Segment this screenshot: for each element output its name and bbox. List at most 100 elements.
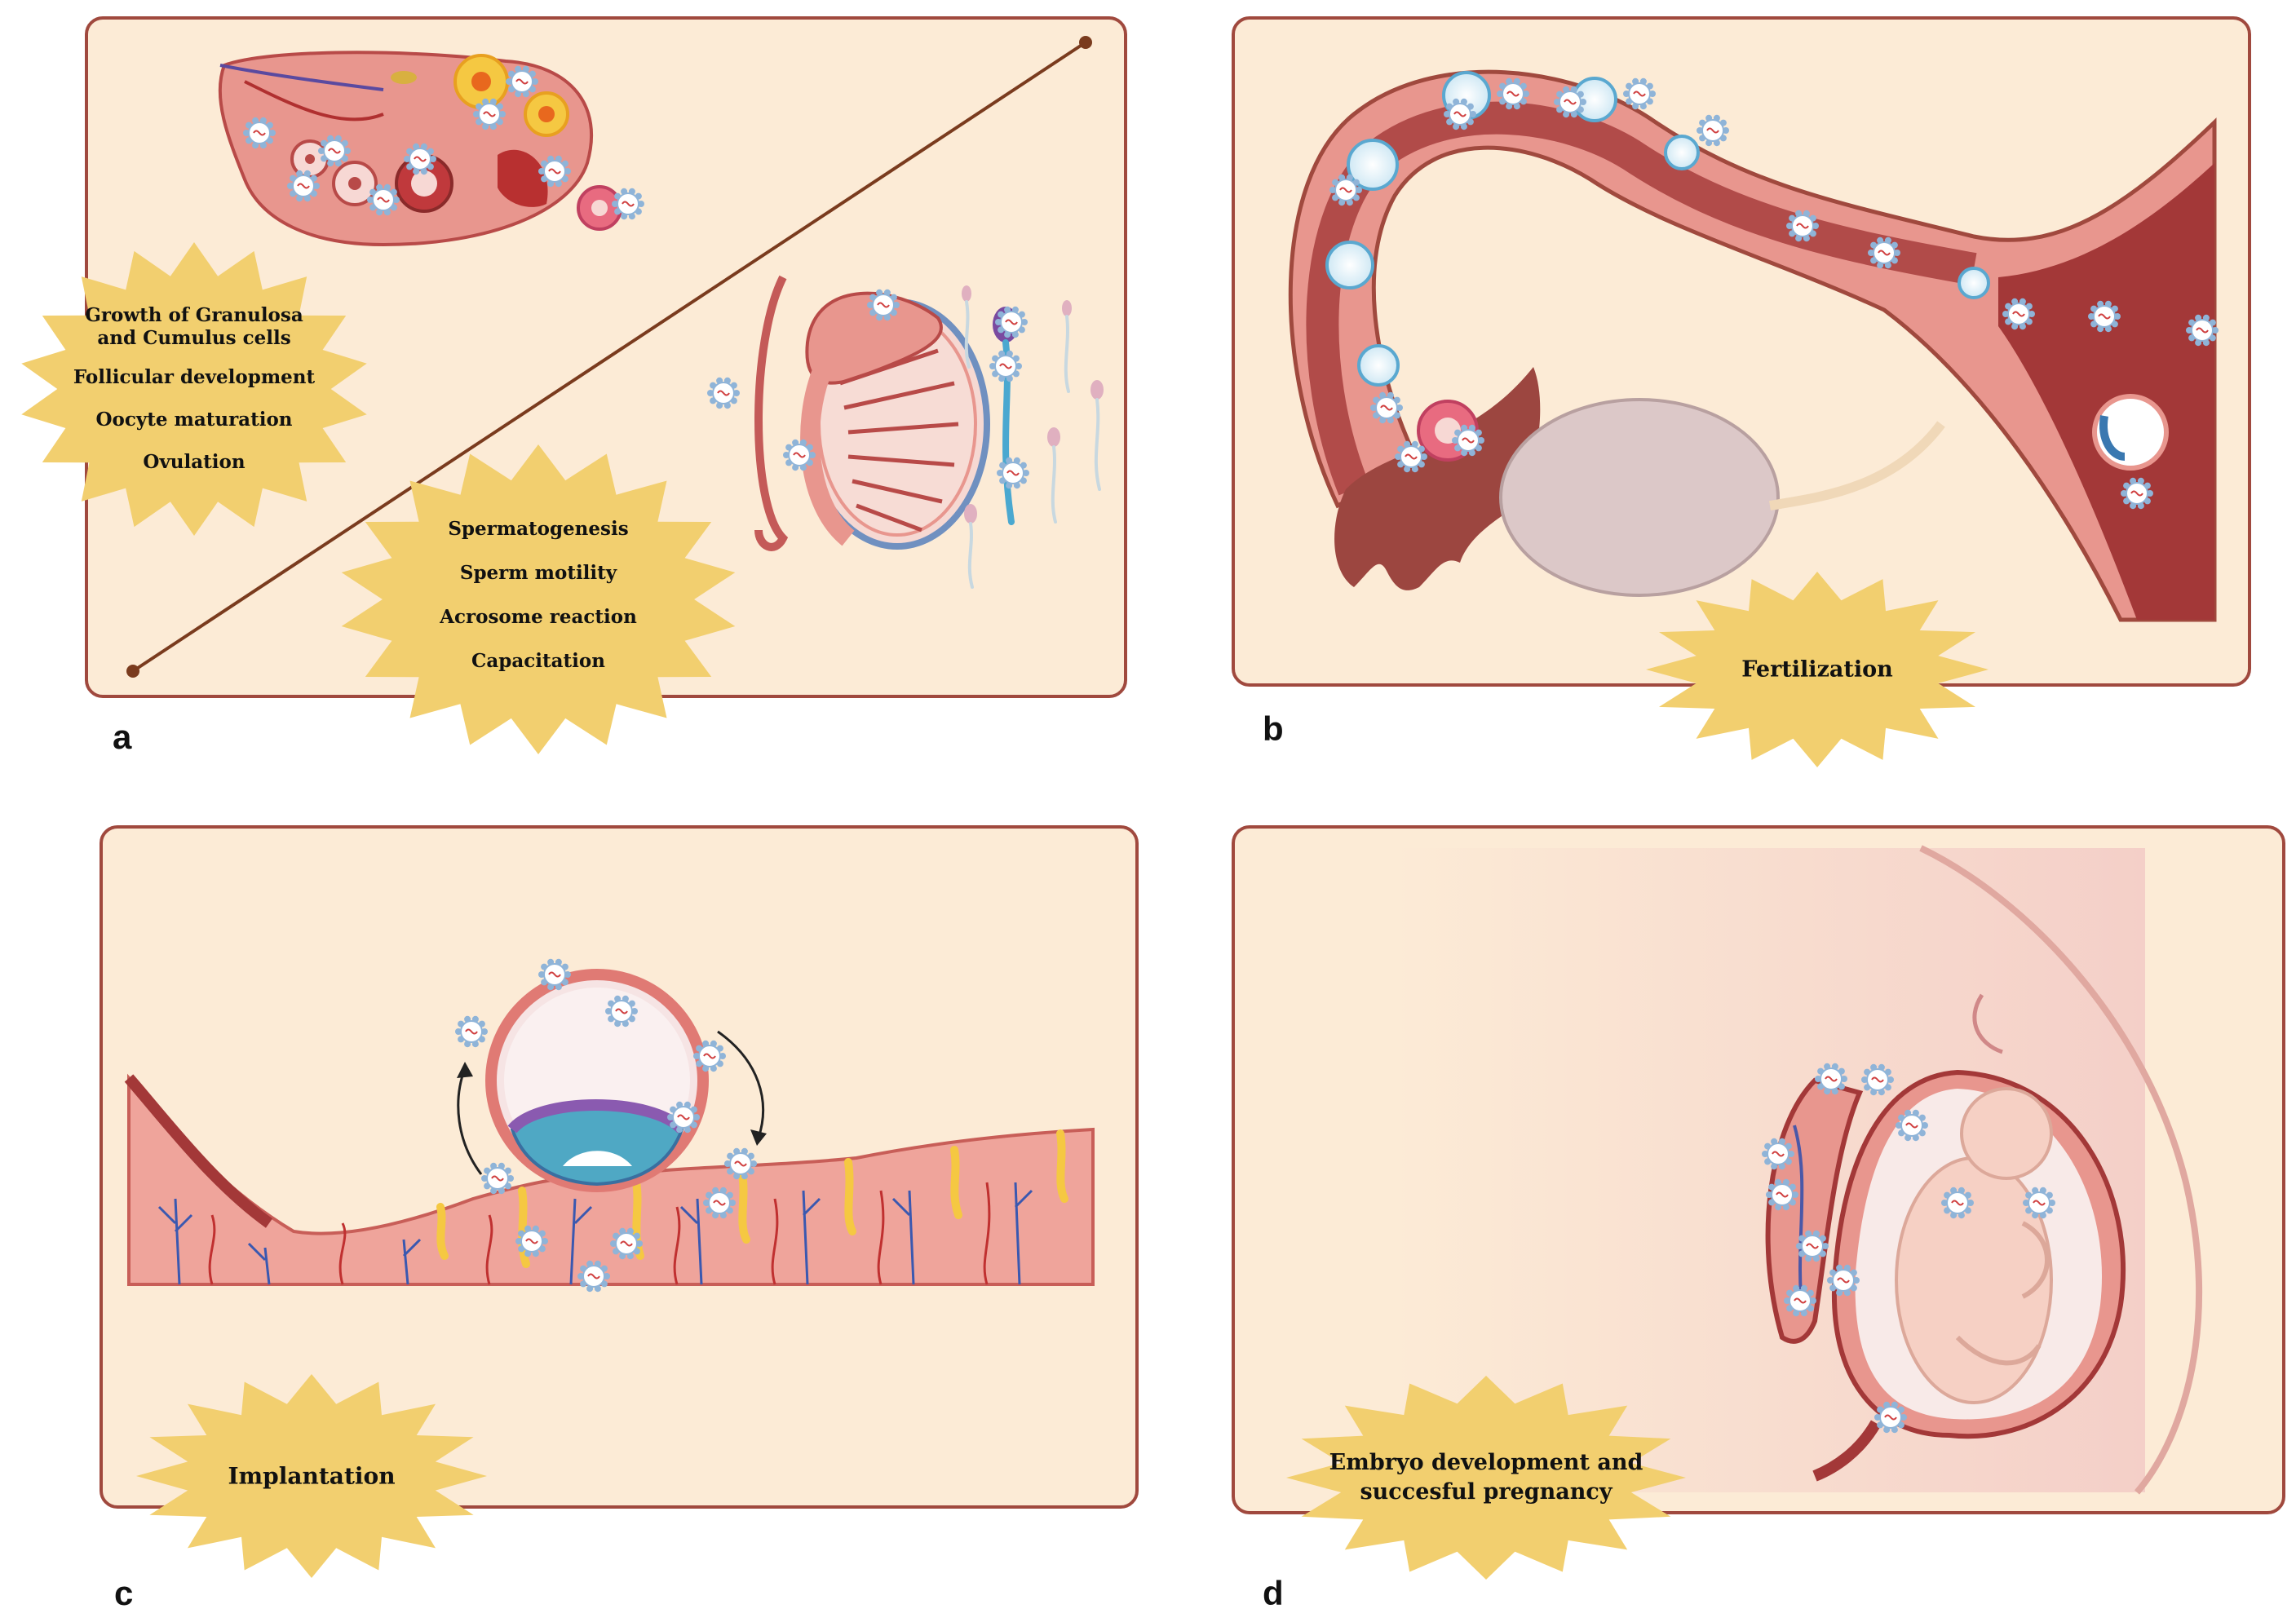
burst-line: Embryo development and — [1329, 1450, 1643, 1475]
virus-icon — [1786, 210, 1819, 242]
virus-icon — [1554, 86, 1586, 118]
burst-line: Fertilization — [1741, 656, 1893, 683]
virus-icon — [693, 1040, 726, 1072]
virus-icon — [612, 188, 644, 220]
burst-line: Follicular development — [73, 366, 316, 388]
virus-icon — [610, 1227, 643, 1260]
virus-icon — [577, 1260, 610, 1293]
virus-icon — [1497, 77, 1529, 110]
burst-line: Implantation — [228, 1462, 396, 1490]
blastocyst-icon — [485, 969, 709, 1192]
virus-icon — [605, 995, 638, 1028]
embryo-icon — [1325, 241, 1374, 289]
virus-icon — [538, 958, 571, 991]
female-burst-text: Growth of Granulosa and Cumulus cells Fo… — [73, 304, 315, 474]
virus-icon — [1941, 1187, 1974, 1219]
embryo-icon — [1958, 267, 1990, 299]
virus-icon — [1861, 1063, 1894, 1096]
burst-line: Growth of Granulosa — [85, 304, 303, 326]
panel-label-a: a — [113, 718, 132, 756]
virus-icon — [318, 135, 351, 167]
burst-shapes — [21, 242, 1989, 1580]
virus-icon — [1815, 1063, 1847, 1095]
virus-icon — [989, 350, 1022, 382]
panel-c-art — [124, 969, 1095, 1286]
virus-icon — [287, 170, 320, 202]
burst-line: succesful pregnancy — [1360, 1479, 1613, 1505]
virus-icon — [783, 439, 816, 471]
virus-icon — [506, 65, 538, 98]
virus-icon — [473, 98, 506, 130]
virus-icon — [1896, 1109, 1928, 1142]
virus-icon — [1766, 1178, 1798, 1211]
burst-male — [341, 444, 736, 754]
virus-icon — [1623, 77, 1656, 110]
virus-icon — [1868, 236, 1900, 269]
virus-icon — [1827, 1264, 1860, 1297]
virus-icon — [1370, 391, 1403, 424]
virus-icon — [667, 1101, 700, 1134]
virus-icon — [867, 289, 900, 321]
virus-icon — [2002, 298, 2035, 330]
virus-icon — [481, 1162, 514, 1195]
virus-icon — [1697, 114, 1729, 147]
embryo-icon — [1347, 139, 1399, 191]
burst-line: Sperm motility — [459, 562, 617, 584]
ovary-icon — [1499, 398, 1780, 597]
panel-b-art — [1288, 69, 2217, 622]
implantation-burst-text: Implantation — [228, 1463, 395, 1490]
divider-line — [131, 41, 1087, 673]
burst-line: Ovulation — [143, 451, 246, 473]
abdomen-outline — [1919, 845, 2203, 1495]
virus-icon — [1796, 1230, 1829, 1262]
virus-icon — [1444, 98, 1476, 130]
panel-d-art — [1395, 845, 2203, 1495]
burst-line: Acrosome reaction — [440, 606, 637, 628]
virus-particles — [243, 65, 2219, 1434]
virus-icon — [1874, 1401, 1907, 1434]
burst-line: Spermatogenesis — [448, 518, 629, 540]
male-burst-text: Spermatogenesis Sperm motility Acrosome … — [440, 518, 637, 673]
burst-pregnancy — [1286, 1376, 1686, 1580]
virus-icon — [995, 306, 1028, 338]
curved-arrow-icon — [717, 1030, 765, 1138]
virus-icon — [455, 1015, 488, 1048]
virus-icon — [2121, 477, 2153, 510]
virus-icon — [538, 155, 571, 188]
virus-icon — [2088, 300, 2121, 333]
virus-icon — [703, 1187, 736, 1219]
virus-icon — [707, 377, 740, 409]
divider-end-dot — [1079, 36, 1092, 49]
virus-icon — [243, 117, 276, 149]
fimbriae-icon — [1334, 367, 1541, 590]
virus-icon — [1762, 1138, 1794, 1170]
burst-fertilization — [1646, 572, 1989, 767]
panel-label-d: d — [1263, 1574, 1284, 1612]
virus-icon — [515, 1225, 548, 1257]
virus-icon — [2023, 1187, 2055, 1219]
curved-arrow-icon — [457, 1067, 483, 1175]
virus-icon — [2186, 314, 2219, 347]
divider-end-dot — [126, 665, 139, 678]
burst-line: Capacitation — [471, 650, 605, 672]
virus-icon — [1395, 440, 1427, 473]
burst-female — [21, 242, 367, 536]
burst-line: Oocyte maturation — [95, 409, 293, 431]
fetus-icon — [1895, 1087, 2053, 1404]
pregnancy-burst-text: Embryo development and succesful pregnan… — [1329, 1448, 1643, 1507]
fertilization-burst-text: Fertilization — [1741, 657, 1893, 683]
virus-icon — [367, 183, 400, 216]
burst-line: and Cumulus cells — [97, 327, 291, 349]
virus-icon — [724, 1147, 757, 1180]
panel-label-c: c — [114, 1574, 134, 1612]
virus-icon — [997, 457, 1029, 489]
virus-icon — [404, 143, 436, 175]
testis-icon — [754, 275, 990, 551]
burst-implantation — [136, 1374, 487, 1578]
virus-icon — [1784, 1284, 1816, 1317]
virus-icon — [1452, 424, 1484, 457]
embryo-icon — [1664, 135, 1700, 170]
panel-label-b: b — [1263, 709, 1284, 748]
embryo-icon — [1357, 344, 1400, 387]
